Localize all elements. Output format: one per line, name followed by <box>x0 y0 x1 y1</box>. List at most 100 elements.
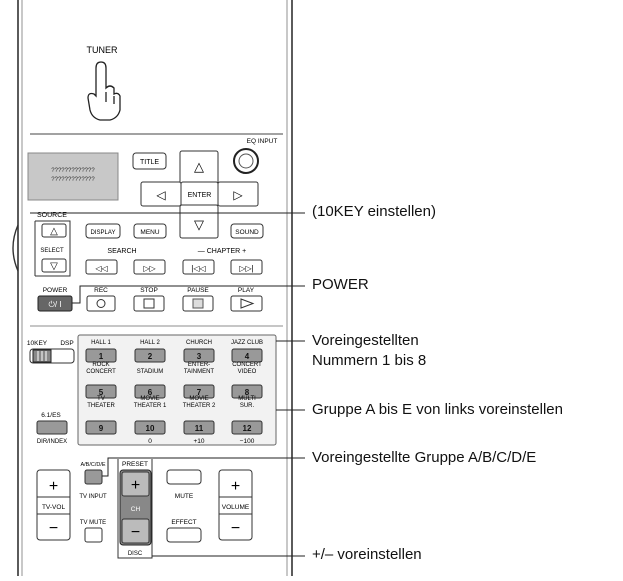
power-icon: ⏻/ I <box>49 300 62 309</box>
tv-mute-button[interactable] <box>84 527 103 543</box>
preset-button-4[interactable] <box>231 348 263 363</box>
eq-input-knob[interactable] <box>233 148 259 174</box>
preset-plus-button[interactable] <box>121 471 150 497</box>
preset-label-10: THEATER 1 <box>134 403 167 409</box>
preset-label-7: ENTER- <box>188 362 210 368</box>
menu-label: MENU <box>140 229 159 236</box>
leader-lines <box>30 212 305 557</box>
abcde-label: A/B/C/D/E <box>80 462 105 468</box>
preset-label-4: JAZZ CLUB <box>231 340 263 346</box>
preset-label-7: TAINMENT <box>184 369 215 375</box>
stop-button[interactable] <box>133 295 165 312</box>
menu-button[interactable] <box>133 223 167 239</box>
rec-button[interactable] <box>86 295 116 312</box>
eq-input-label: EQ INPUT <box>247 138 278 145</box>
tv-input-label: TV INPUT <box>79 494 107 500</box>
preset-bracket <box>117 459 153 559</box>
title-button[interactable] <box>132 152 167 170</box>
preset-label-5: ROCK <box>92 362 109 368</box>
preset-label-2: HALL 2 <box>140 340 160 346</box>
tv-vol-label: TV-VOL <box>42 504 66 511</box>
sixone-es-button[interactable] <box>36 420 68 435</box>
disc-label: DISC <box>128 551 143 557</box>
leader-power <box>72 285 305 304</box>
next-chapter-icon: ▷▷| <box>239 264 253 273</box>
display-button[interactable] <box>85 223 121 239</box>
volume-plus-icon: + <box>231 478 240 495</box>
annotation-group: Gruppe A bis E von links voreinstellen <box>312 401 563 418</box>
preset-label-10: MOVIE <box>140 396 159 402</box>
ch-label: CH <box>131 506 141 513</box>
next-chapter-button[interactable] <box>230 259 263 275</box>
preset-button-8[interactable] <box>231 384 263 399</box>
preset-button-6[interactable] <box>134 384 166 399</box>
tv-vol-minus-icon: − <box>49 520 58 537</box>
title-button-label: TITLE <box>140 159 159 166</box>
preset-button-1[interactable] <box>85 348 117 363</box>
effect-button[interactable] <box>166 527 202 543</box>
display-label: DISPLAY <box>91 230 116 236</box>
preset-number-8: 8 <box>245 388 250 397</box>
tv-volume-rocker[interactable] <box>36 469 71 541</box>
preset-label-11: MOVIE <box>189 396 208 402</box>
previous-chapter-button[interactable] <box>182 259 215 275</box>
annotation-power: POWER <box>312 276 369 293</box>
remote-left-bump <box>12 224 19 272</box>
preset-button-9[interactable] <box>85 420 117 435</box>
tenkey-label: 10KEY <box>27 340 48 347</box>
play-icon <box>240 298 255 309</box>
rec-label: REC <box>94 287 108 294</box>
eq-input-knob-inner <box>238 153 254 169</box>
annotation-preset-group: Voreingestellte Gruppe A/B/C/D/E <box>312 449 537 466</box>
preset-button-10[interactable] <box>134 420 166 435</box>
play-button[interactable] <box>230 295 263 312</box>
rec-icon <box>96 299 106 308</box>
preset-number-4: 4 <box>245 352 250 361</box>
preset-button-2[interactable] <box>134 348 166 363</box>
volume-label: VOLUME <box>222 504 250 511</box>
source-bracket <box>34 220 71 277</box>
chapter-label: — CHAPTER + <box>198 248 246 255</box>
preset-button-3[interactable] <box>183 348 215 363</box>
preset-number-3: 3 <box>197 352 202 361</box>
forward-icon: ▷▷ <box>143 264 156 273</box>
sixone-es-label: 6.1/ES <box>41 412 61 419</box>
preset-button-7[interactable] <box>183 384 215 399</box>
tv-vol-plus-icon: + <box>49 478 58 495</box>
abcde-button[interactable] <box>84 469 103 485</box>
mute-label: MUTE <box>175 493 194 500</box>
sound-label: SOUND <box>235 229 259 236</box>
preset-button-11[interactable] <box>183 420 215 435</box>
tuner-label: TUNER <box>87 45 118 55</box>
volume-rocker[interactable] <box>218 469 253 541</box>
effect-label: EFFECT <box>171 519 196 526</box>
source-down-button[interactable] <box>41 258 67 273</box>
forward-button[interactable] <box>133 259 166 275</box>
preset-label-5: CONCERT <box>86 369 116 375</box>
sound-button[interactable] <box>230 223 264 239</box>
preset-label-1: HALL 1 <box>91 340 111 346</box>
preset-button-12[interactable] <box>231 420 263 435</box>
lcd-text-1: ????????????? <box>51 168 95 174</box>
preset-label-8: VIDEO <box>238 369 257 375</box>
rewind-button[interactable] <box>85 259 118 275</box>
preset-number-2: 2 <box>148 352 153 361</box>
leader-preset-group <box>102 457 305 477</box>
preset-minus-button[interactable] <box>121 518 150 544</box>
lcd-text-2: ????????????? <box>51 177 95 183</box>
preset-button-5[interactable] <box>85 384 117 399</box>
source-up-button[interactable] <box>41 223 67 238</box>
previous-chapter-icon: |◁◁ <box>191 264 206 273</box>
dsp-label: DSP <box>60 340 73 347</box>
annotation-preset-line1: Voreingestellten <box>312 332 419 349</box>
preset-number-5: 5 <box>99 388 104 397</box>
right-button[interactable] <box>217 181 259 207</box>
pause-icon <box>192 298 204 309</box>
tv-mute-label: TV MUTE <box>80 520 106 526</box>
play-label: PLAY <box>238 287 255 294</box>
plus10-label: +10 <box>193 438 204 445</box>
preset-number-6: 6 <box>148 388 153 397</box>
mute-button[interactable] <box>166 469 202 485</box>
